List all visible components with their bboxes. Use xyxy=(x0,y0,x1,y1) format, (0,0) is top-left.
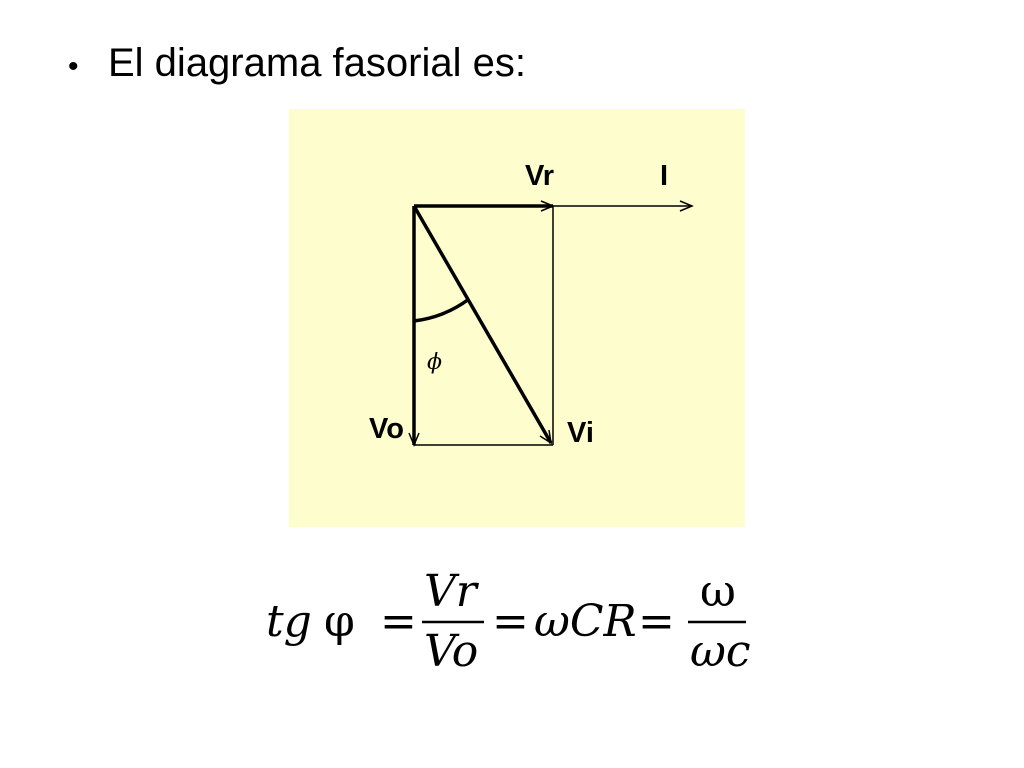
vi-phasor-line xyxy=(412,205,553,444)
formula-equals-3: = xyxy=(638,596,675,647)
formula-vr-numerator: Vr xyxy=(424,566,480,617)
phasor-diagram-panel: Vr I Vo Vi ϕ xyxy=(289,109,745,527)
current-arrowhead xyxy=(679,200,694,212)
formula-equals-1: = xyxy=(380,596,417,647)
vi-arrowhead xyxy=(539,429,552,445)
formula-tg: tg xyxy=(266,596,312,647)
current-label: I xyxy=(660,160,668,192)
formula-vo-denominator: Vo xyxy=(424,626,478,677)
phasor-diagram: Vr I Vo Vi ϕ xyxy=(369,160,694,449)
tangent-formula-svg: tg φ = Vr Vo = ωCR = ω ωc xyxy=(266,566,751,677)
tangent-formula: tg φ = Vr Vo = ωCR = ω ωc xyxy=(262,560,762,680)
formula-omega-numerator: ω xyxy=(700,566,736,617)
formula-phi: φ xyxy=(324,596,355,647)
vi-label: Vi xyxy=(567,417,594,449)
vo-label: Vo xyxy=(369,413,404,445)
formula-omega-c-denominator: ωc xyxy=(690,626,751,677)
formula-wcr: ωCR xyxy=(534,596,637,647)
vr-label: Vr xyxy=(525,160,554,192)
bullet-text: El diagrama fasorial es: xyxy=(108,41,526,85)
angle-label: ϕ xyxy=(427,350,442,375)
angle-arc xyxy=(413,297,471,323)
formula-equals-2: = xyxy=(492,596,529,647)
bullet-item: • El diagrama fasorial es: xyxy=(68,38,526,92)
bullet-dot: • xyxy=(68,50,79,83)
